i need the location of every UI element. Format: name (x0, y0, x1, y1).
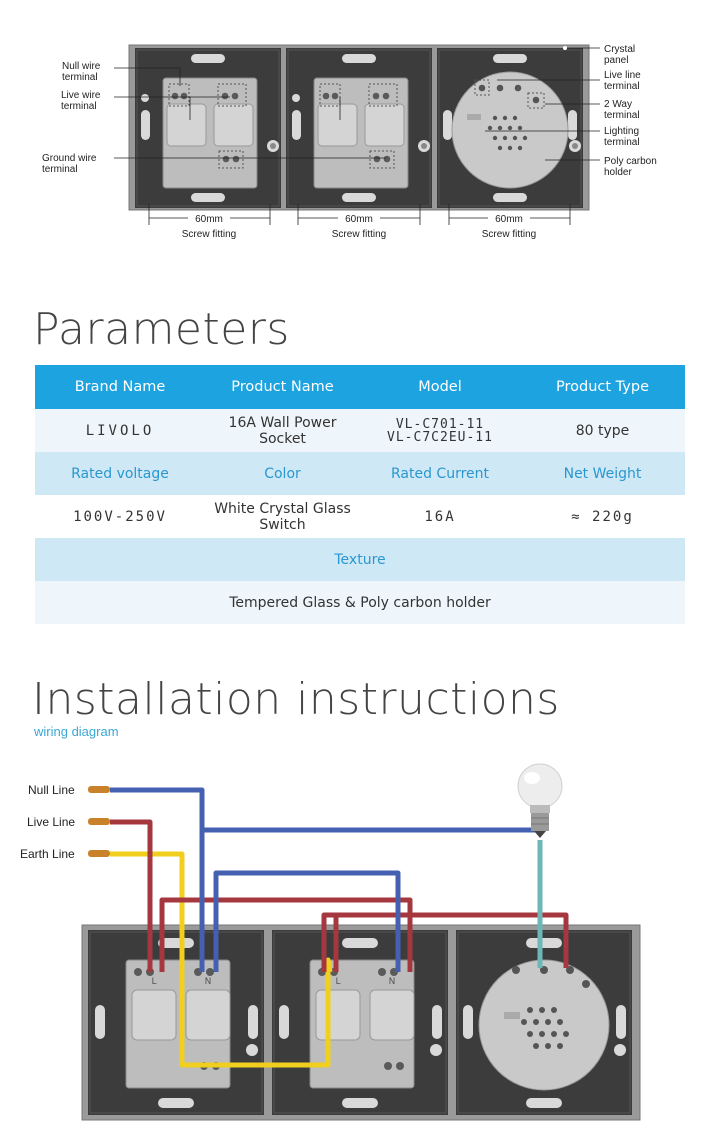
table-row: Texture (35, 538, 685, 581)
null-wire-bridge (213, 870, 401, 972)
wiring-diagram: L N (20, 763, 641, 1121)
table-row: 100V-250V White Crystal Glass Switch 16A… (35, 495, 685, 538)
socket-module-1 (134, 47, 282, 209)
svg-text:60mm: 60mm (495, 214, 523, 225)
rated-current-value: 16A (360, 495, 520, 538)
texture-value: Tempered Glass & Poly carbon holder (35, 581, 685, 624)
rated-voltage-label: Rated voltage (35, 452, 205, 495)
svg-text:60mm: 60mm (195, 214, 223, 225)
earth-wire (110, 851, 333, 1068)
table-row: Rated voltage Color Rated Current Net We… (35, 452, 685, 495)
color-value: White Crystal Glass Switch (205, 495, 360, 538)
socket-module-2 (285, 47, 433, 209)
wiring-diagram-subtitle: wiring diagram (34, 724, 119, 739)
parameters-table: Brand Name Product Name Model Product Ty… (35, 365, 685, 624)
null-line-label: Null Line (28, 783, 75, 797)
header-model: Model (360, 365, 520, 409)
table-row: Tempered Glass & Poly carbon holder (35, 581, 685, 624)
header-brand-name: Brand Name (35, 365, 205, 409)
dimension-1: 60mm Screw fitting (182, 213, 236, 240)
header-product-name: Product Name (205, 365, 360, 409)
earth-line-label: Earth Line (20, 847, 75, 861)
live-line-label: Live Line (27, 815, 75, 829)
dimension-3: 60mm Screw fitting (482, 213, 536, 240)
rated-voltage-value: 100V-250V (35, 495, 205, 538)
svg-text:60mm: 60mm (345, 214, 373, 225)
color-label: Color (205, 452, 360, 495)
live-wire-bridge-1 (159, 897, 413, 972)
null-wire-main (110, 787, 205, 972)
product-name-value: 16A Wall Power Socket (205, 409, 360, 452)
svg-text:Screw fitting: Screw fitting (482, 229, 536, 240)
header-product-type: Product Type (520, 365, 685, 409)
light-bulb-icon (517, 763, 563, 838)
table-row: Brand Name Product Name Model Product Ty… (35, 365, 685, 409)
wiring-socket-1 (87, 929, 265, 1116)
brand-value: LIVOLO (35, 409, 205, 452)
texture-label: Texture (35, 538, 685, 581)
table-row: LIVOLO 16A Wall Power Socket VL-C701-11 … (35, 409, 685, 452)
product-type-value: 80 type (520, 409, 685, 452)
switch-module (436, 47, 584, 209)
svg-text:Screw fitting: Screw fitting (182, 229, 236, 240)
net-weight-label: Net Weight (520, 452, 685, 495)
net-weight-value: ≈ 220g (520, 495, 685, 538)
live-wire-main (110, 819, 153, 972)
wiring-switch (455, 929, 633, 1116)
rated-current-label: Rated Current (360, 452, 520, 495)
live-wire-bridge-2 (321, 912, 569, 972)
model-value: VL-C701-11 VL-C7C2EU-11 (360, 409, 520, 452)
dimension-2: 60mm Screw fitting (332, 213, 386, 240)
wiring-socket-2 (271, 929, 449, 1116)
parameters-title: Parameters (33, 304, 290, 355)
installation-title: Installation instructions (32, 674, 560, 725)
svg-text:Screw fitting: Screw fitting (332, 229, 386, 240)
